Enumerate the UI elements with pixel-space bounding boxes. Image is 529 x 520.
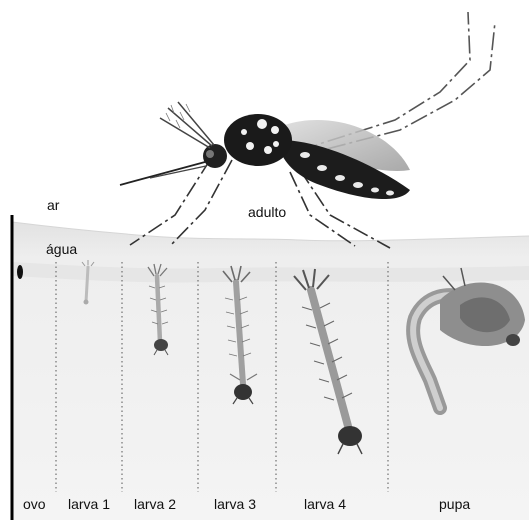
stage-label-egg: ovo (23, 496, 46, 512)
stage-label-larva-3: larva 3 (214, 496, 256, 512)
water-label: água (46, 241, 77, 257)
adult-label: adulto (248, 204, 286, 220)
stage-label-pupa: pupa (439, 496, 470, 512)
stage-label-larva-2: larva 2 (134, 496, 176, 512)
air-label: ar (47, 197, 59, 213)
adult-mosquito-icon (120, 12, 495, 248)
stage-label-larva-1: larva 1 (68, 496, 110, 512)
egg-icon (17, 265, 23, 279)
stage-label-larva-4: larva 4 (304, 496, 346, 512)
